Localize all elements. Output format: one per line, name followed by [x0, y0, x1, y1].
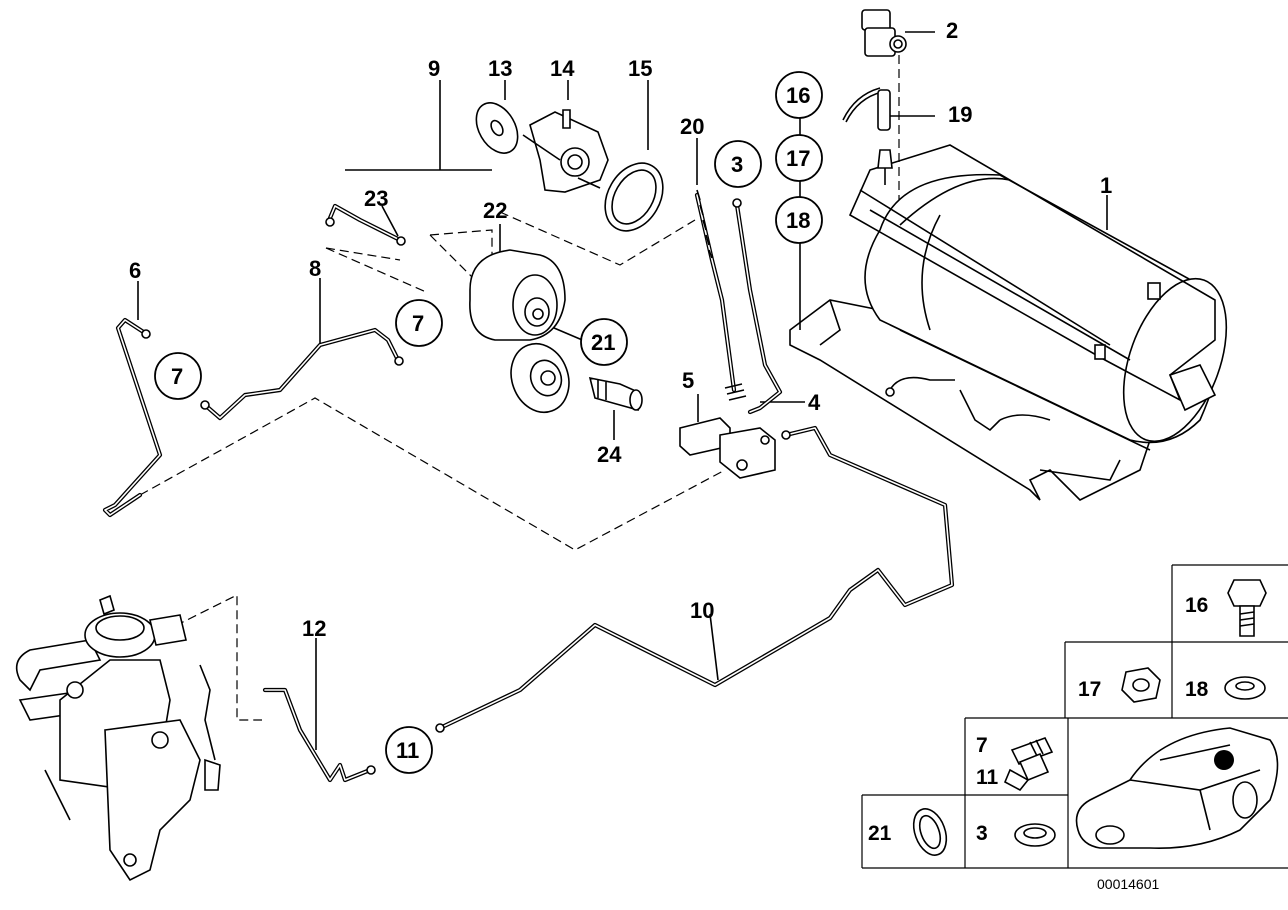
- cable-part-3: [732, 198, 783, 415]
- washer-part-13: [475, 102, 519, 154]
- valve-block-part-5: [679, 417, 776, 479]
- fitting-icon: [1003, 737, 1054, 792]
- fuel-line-part-23: [325, 203, 406, 246]
- callout-7a: 7: [412, 311, 424, 336]
- nozzle-part-24: [588, 376, 643, 412]
- callout-17: 17: [786, 146, 810, 171]
- label-6: 6: [129, 258, 141, 283]
- reference-lines: [139, 149, 726, 721]
- drawing-number: 00014601: [1097, 876, 1160, 892]
- callout-3: 3: [731, 152, 743, 177]
- hose-part-20: [694, 189, 747, 401]
- label-22: 22: [483, 198, 507, 223]
- label-4: 4: [808, 390, 821, 415]
- label-20: 20: [680, 114, 704, 139]
- car-thumbnail: [1075, 727, 1279, 849]
- legend-label-3: 3: [976, 822, 988, 845]
- label-15: 15: [628, 56, 652, 81]
- legend-label-18: 18: [1185, 678, 1209, 701]
- label-14: 14: [550, 56, 575, 81]
- circled-labels: 3 16 17 18 7 7 21 11: [154, 71, 823, 774]
- callout-11: 11: [396, 738, 419, 763]
- seal-ring-icon: [912, 808, 948, 856]
- callout-3-circle: [714, 140, 762, 188]
- bolt-icon: [1227, 579, 1267, 637]
- fuel-line-part-10: [435, 425, 955, 733]
- callout-7b: 7: [171, 364, 183, 389]
- legend-label-21: 21: [868, 822, 892, 845]
- callout-16: 16: [786, 83, 810, 108]
- leader-lines: [137, 80, 1108, 750]
- label-23: 23: [364, 186, 388, 211]
- legend-grid: 16 17 18 7 11: [861, 564, 1288, 892]
- label-5: 5: [682, 368, 694, 393]
- label-13: 13: [488, 56, 512, 81]
- label-9: 9: [428, 56, 440, 81]
- valve-part-2: [861, 9, 935, 200]
- sensor-part-19: [842, 87, 935, 131]
- fuel-line-part-12: [262, 687, 376, 783]
- pressure-regulator-assembly: [15, 594, 221, 882]
- filter-part-22: [469, 249, 570, 414]
- label-2: 2: [946, 18, 958, 43]
- fuel-line-part-6: [102, 317, 163, 518]
- legend-label-17: 17: [1078, 678, 1101, 701]
- label-8: 8: [309, 256, 321, 281]
- legend-label-16: 16: [1185, 594, 1208, 617]
- nut-icon: [1121, 667, 1161, 703]
- fuel-line-part-8: [200, 327, 404, 421]
- legend-label-7: 7: [976, 734, 988, 757]
- o-ring-icon: [1014, 823, 1056, 847]
- gas-tank-assembly: [789, 144, 1228, 501]
- label-10: 10: [690, 598, 714, 623]
- seal-part-15: [604, 162, 664, 232]
- legend-label-11: 11: [976, 766, 999, 789]
- location-marker-icon: [1214, 750, 1234, 770]
- callout-21: 21: [591, 330, 615, 355]
- washer-icon: [1224, 676, 1266, 700]
- label-12: 12: [302, 616, 326, 641]
- label-24: 24: [597, 442, 622, 467]
- part-labels: 1 2 4 5 6 8 9 10 12 13 14 15 19 20 22 23…: [129, 18, 1112, 641]
- label-1: 1: [1100, 173, 1112, 198]
- bracket-part-14: [522, 109, 609, 193]
- callout-18: 18: [786, 208, 810, 233]
- label-19: 19: [948, 102, 972, 127]
